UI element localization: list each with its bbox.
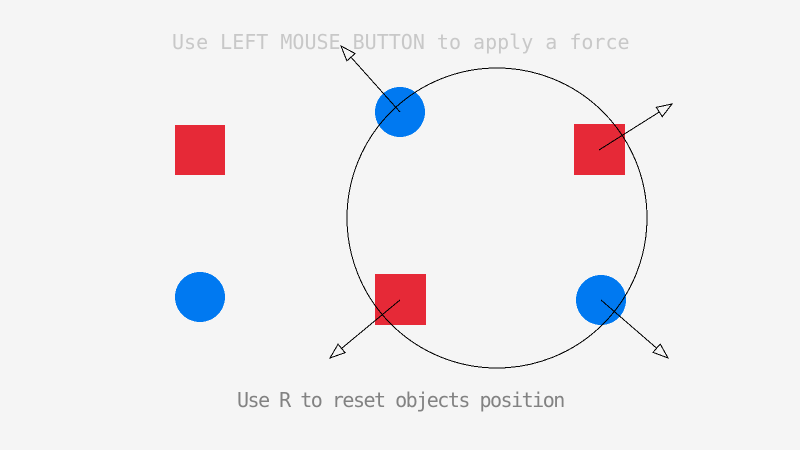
force-arrowhead-icon bbox=[652, 343, 670, 359]
force-arrow-blue-circle-top bbox=[340, 44, 401, 113]
force-arrowhead-icon bbox=[328, 343, 346, 359]
force-arrow-red-square-top-right bbox=[598, 103, 674, 151]
boundary-circle bbox=[346, 67, 648, 369]
force-arrow-shaft bbox=[600, 299, 657, 349]
force-arrow-blue-circle-bottom-right bbox=[600, 299, 670, 359]
force-arrowhead-icon bbox=[340, 44, 356, 62]
physics-object-red-square-bottom-middle[interactable] bbox=[375, 274, 426, 325]
force-arrowhead-icon bbox=[655, 103, 674, 118]
force-arrow-shaft bbox=[598, 111, 660, 151]
physics-object-blue-circle-bottom-left[interactable] bbox=[175, 272, 225, 322]
force-arrow-red-square-bottom-middle bbox=[328, 299, 401, 359]
physics-object-red-square-left[interactable] bbox=[175, 125, 225, 175]
force-arrow-shaft bbox=[350, 56, 401, 113]
instruction-apply-force: Use LEFT MOUSE BUTTON to apply a force bbox=[172, 30, 630, 54]
instruction-reset: Use R to reset objects position bbox=[237, 388, 565, 412]
force-arrow-shaft bbox=[341, 299, 401, 349]
